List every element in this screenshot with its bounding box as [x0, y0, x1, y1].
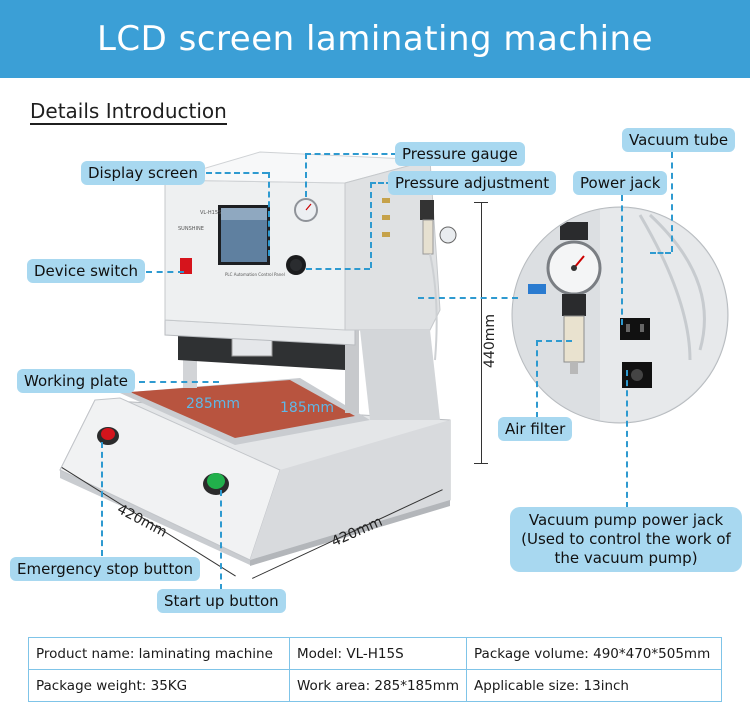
- display-screen-leader-v: [268, 172, 270, 256]
- model-small-text: VL-H15S: [200, 210, 221, 216]
- page-title: LCD screen laminating machine: [96, 19, 654, 59]
- display-screen-leader-h: [206, 172, 268, 174]
- height-dim-label: 440mm: [482, 314, 498, 368]
- header-banner: LCD screen laminating machine: [0, 0, 750, 78]
- working-plate-leader: [139, 381, 219, 383]
- air-filter-leader-h: [536, 340, 572, 342]
- callout-start-up-button: Start up button: [157, 589, 286, 613]
- spec-work-area: Work area: 285*185mm: [288, 669, 468, 702]
- callout-vacuum-tube: Vacuum tube: [622, 128, 736, 152]
- height-dim-cap-top: [474, 202, 488, 203]
- spec-package-volume: Package volume: 490*470*505mm: [466, 637, 722, 670]
- spec-applicable-size: Applicable size: 13inch: [466, 669, 722, 702]
- pressure-adjust-leader-h2: [306, 268, 370, 270]
- callout-device-switch: Device switch: [27, 259, 145, 283]
- callout-emergency-stop-button: Emergency stop button: [10, 557, 201, 581]
- emergency-leader-v: [101, 442, 103, 556]
- callout-pressure-adjustment: Pressure adjustment: [388, 171, 557, 195]
- callout-display-screen: Display screen: [81, 161, 205, 185]
- air-filter-leader-v: [536, 340, 538, 418]
- spec-product-name: Product name: laminating machine: [28, 637, 290, 670]
- callout-working-plate: Working plate: [17, 369, 135, 393]
- spec-model: Model: VL-H15S: [288, 637, 468, 670]
- side-filter-leader: [418, 297, 518, 299]
- callout-pressure-gauge: Pressure gauge: [395, 142, 525, 166]
- spec-table: Product name: laminating machine Model: …: [28, 637, 722, 702]
- spec-package-weight: Package weight: 35KG: [28, 669, 290, 702]
- vacuum-tube-leader-h: [650, 252, 671, 254]
- brand-text: SUNSHINE: [178, 226, 204, 232]
- pressure-adjust-leader-v: [370, 182, 372, 268]
- plate-width-label: 285mm: [186, 396, 240, 412]
- callout-air-filter: Air filter: [498, 417, 573, 441]
- callout-vacuum-pump-power-jack: Vacuum pump power jack (Used to control …: [510, 507, 742, 572]
- pressure-gauge-leader-h: [305, 153, 397, 155]
- height-dim-line: [481, 202, 482, 464]
- device-switch-leader: [146, 271, 184, 273]
- startup-leader-v: [220, 490, 222, 590]
- vacuum-pump-leader-v: [626, 370, 628, 508]
- pressure-adjust-leader-h: [370, 182, 392, 184]
- plate-depth-label: 185mm: [280, 400, 334, 416]
- table-row: Product name: laminating machine Model: …: [28, 637, 722, 670]
- section-title: Details Introduction: [30, 99, 227, 125]
- table-row: Package weight: 35KG Work area: 285*185m…: [28, 669, 722, 702]
- height-dim-cap-bottom: [474, 463, 488, 464]
- pressure-gauge-leader-v: [305, 153, 307, 197]
- vacuum-tube-leader-v: [671, 152, 673, 252]
- panel-title-text: PLC Automation Control Panel: [225, 272, 285, 277]
- callout-power-jack: Power jack: [573, 171, 668, 195]
- power-jack-leader-v: [621, 195, 623, 325]
